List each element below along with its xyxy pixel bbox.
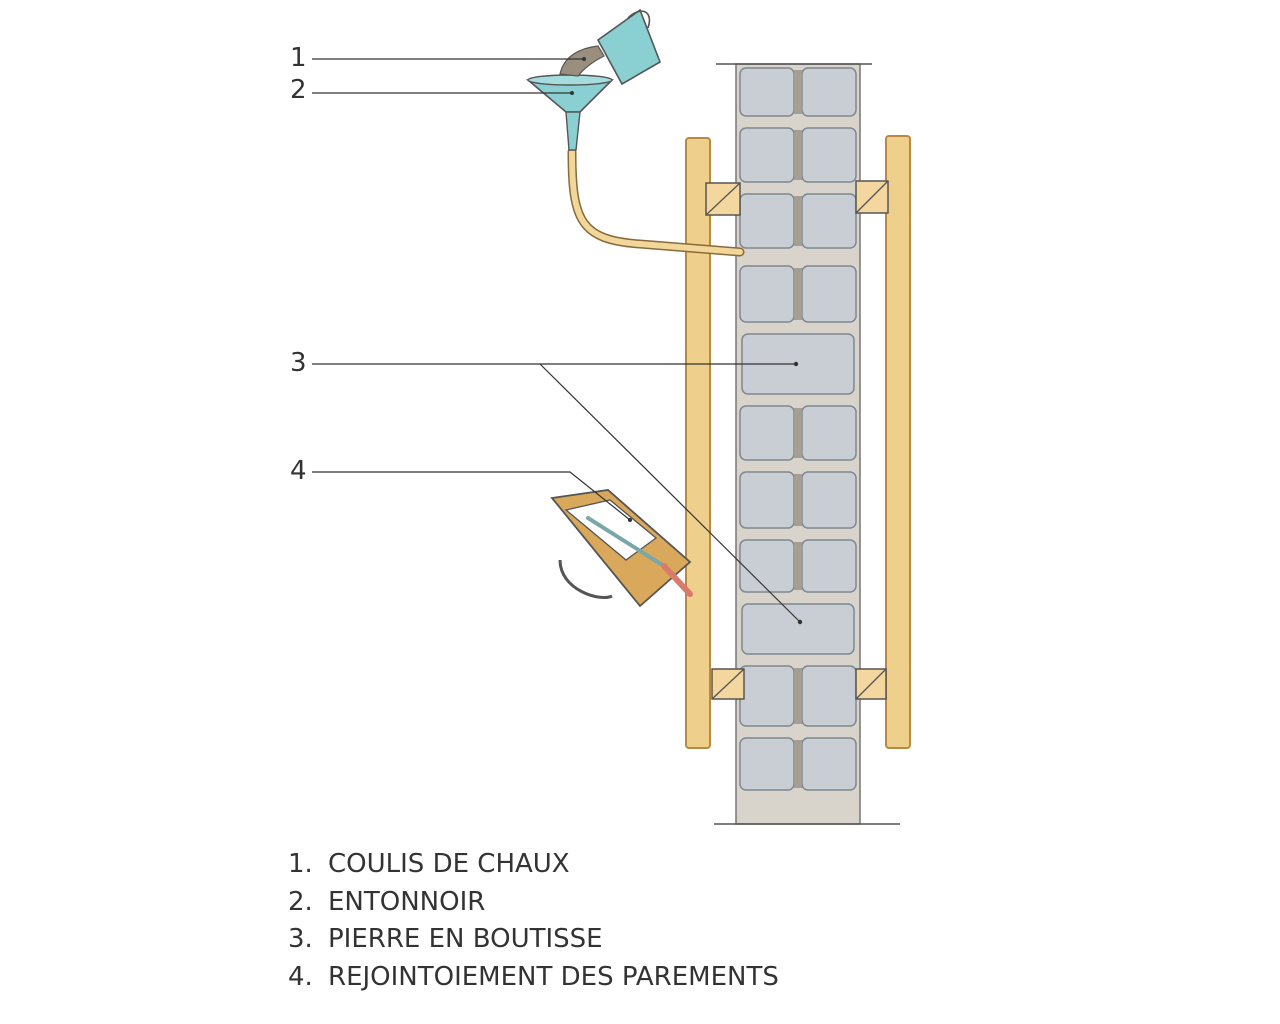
face-stone: [739, 737, 795, 791]
grout-stream: [559, 45, 605, 77]
legend-label: REJOINTOIEMENT DES PAREMENTS: [328, 961, 779, 992]
callout-number-4: 4: [290, 456, 307, 486]
pitcher-body: [596, 8, 661, 86]
hose-inner: [569, 149, 743, 255]
face-stone: [739, 405, 795, 461]
legend-number: 2.: [288, 886, 313, 917]
leader-lines: [312, 57, 803, 625]
mortar-joint: [794, 408, 802, 458]
funnel-icon: [525, 74, 614, 151]
left-wooden-post: [685, 137, 711, 749]
legend-label: ENTONNOIR: [328, 886, 486, 917]
grout-hose: [567, 147, 745, 257]
callout-number-1: 1: [290, 43, 307, 73]
face-stone: [739, 265, 795, 323]
face-stone: [739, 67, 795, 117]
funnel-rim: [527, 74, 613, 86]
face-stone: [739, 539, 795, 593]
face-stone: [801, 405, 857, 461]
formwork: [685, 135, 911, 749]
wall-section: [714, 63, 900, 825]
mortar-joint: [794, 474, 802, 526]
legend-item: 2. ENTONNOIR: [288, 884, 779, 922]
face-stone: [801, 265, 857, 323]
leader-dot-1: [582, 57, 586, 61]
leader-dot-3b: [797, 619, 803, 625]
mortar-joint: [794, 740, 802, 788]
mortar-joint: [794, 196, 802, 246]
spacer-bottom-right-cross: [855, 668, 887, 700]
callout-number-3: 3: [290, 348, 307, 378]
face-stone: [801, 737, 857, 791]
leader-dot-4: [628, 518, 632, 522]
funnel-spout: [565, 111, 581, 151]
legend-item: 4. REJOINTOIEMENT DES PAREMENTS: [288, 959, 779, 997]
hawk-and-trowel-icon: [550, 489, 693, 608]
right-wooden-post: [885, 135, 911, 749]
legend-number: 1.: [288, 849, 313, 879]
face-stone: [739, 471, 795, 529]
face-stone: [801, 471, 857, 529]
pitcher-handle: [627, 10, 651, 29]
spacer-bottom-left-cross: [711, 668, 745, 700]
legend-number: 4.: [288, 961, 313, 992]
face-stone: [739, 665, 795, 727]
face-stone: [801, 193, 857, 249]
pitcher-icon: [559, 8, 661, 86]
through-stone: [741, 603, 855, 655]
trowel-handle: [661, 563, 693, 597]
face-stone: [739, 127, 795, 183]
legend-number: 3.: [288, 924, 313, 954]
legend-label: PIERRE EN BOUTISSE: [328, 924, 603, 954]
spacer-top-left-cross: [705, 182, 741, 216]
face-stone: [801, 127, 857, 183]
legend-label: COULIS DE CHAUX: [328, 849, 570, 879]
stones-group: [739, 67, 857, 791]
leader-dot-2: [570, 91, 574, 95]
mortar-joint: [794, 70, 802, 114]
hawk-handle: [558, 559, 613, 599]
trowel-blade: [586, 516, 666, 568]
mortar-joint: [794, 268, 802, 320]
mortar-joint: [794, 668, 802, 724]
mortar-joint: [794, 130, 802, 180]
face-stone: [739, 193, 795, 249]
face-stone: [801, 539, 857, 593]
callout-number-2: 2: [290, 75, 307, 105]
legend-item: 1. COULIS DE CHAUX: [288, 846, 779, 884]
legend-item: 3. PIERRE EN BOUTISSE: [288, 921, 779, 959]
spacer-top-right-cross: [855, 180, 889, 214]
legend: 1. COULIS DE CHAUX 2. ENTONNOIR 3. PIERRE E…: [288, 846, 779, 996]
leader-line-3b: [539, 363, 801, 623]
mortar-joint: [794, 542, 802, 590]
face-stone: [801, 665, 857, 727]
leader-dot-3a: [793, 361, 799, 367]
masonry-wall-diagram: [312, 8, 911, 825]
face-stone: [801, 67, 857, 117]
leader-line-4: [312, 471, 631, 521]
